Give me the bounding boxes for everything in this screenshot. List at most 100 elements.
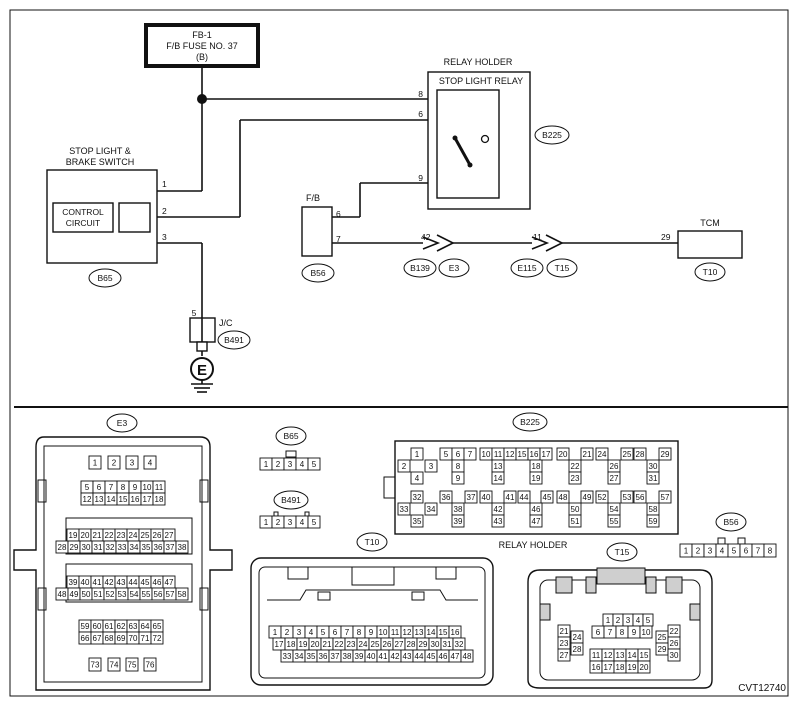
t15-pin-26: 26: [667, 636, 681, 650]
b56-pin-4-label: 4: [720, 547, 725, 556]
b225-pin-35: 35: [410, 514, 424, 528]
b56-pin-1-label: 1: [684, 547, 689, 556]
b225-pin-20-label: 20: [559, 450, 568, 459]
connector-id-e115: E115: [517, 263, 536, 273]
t15-pin-5-label: 5: [646, 616, 651, 625]
e3-pin-5: 5: [80, 480, 94, 494]
e3-pin-67-label: 67: [93, 634, 102, 643]
t15-pin-3-label: 3: [626, 616, 631, 625]
b225-pin-21: 21: [580, 447, 594, 461]
e3-pin-64: 64: [138, 619, 152, 633]
t10-pin-43: 43: [400, 649, 414, 663]
stop-light-relay-label: STOP LIGHT RELAY: [439, 76, 523, 86]
e3-pin-44: 44: [126, 575, 140, 589]
t10-pin-33-label: 33: [283, 652, 292, 661]
b65-pin-4: 4: [295, 457, 309, 471]
t10-pin-44: 44: [412, 649, 426, 663]
t15-pin-9-label: 9: [632, 628, 637, 637]
e3-pin-61-label: 61: [105, 622, 114, 631]
switch-name-line1: STOP LIGHT &: [69, 146, 131, 156]
e3-pin-51: 51: [91, 587, 105, 601]
t10-pin-4-label: 4: [309, 628, 314, 637]
t10-pin-30-label: 30: [431, 640, 440, 649]
e3-pin-42: 42: [102, 575, 116, 589]
b225-pin-24-label: 24: [598, 450, 607, 459]
t15-pin-3: 3: [622, 613, 634, 627]
t10-pin-18-label: 18: [287, 640, 296, 649]
t15-pin-9: 9: [627, 625, 641, 639]
t15-pin-12-label: 12: [604, 651, 613, 660]
b225-pin-3: 3: [424, 459, 438, 473]
e3-pin-62-label: 62: [117, 622, 126, 631]
b225-pin-44: 44: [517, 490, 531, 504]
e3-pin-53-label: 53: [118, 590, 127, 599]
joint-connector: 5 J/C B491 E: [189, 308, 251, 393]
e3-pin-23: 23: [114, 528, 128, 542]
relay-pin-9: 9: [418, 173, 423, 183]
t10-pin-40-label: 40: [367, 652, 376, 661]
b225-pin-4: 4: [410, 471, 424, 485]
b225-pin-10: 10: [479, 447, 493, 461]
t15-pin-16: 16: [589, 660, 603, 674]
e3-pin-68-label: 68: [105, 634, 114, 643]
b225-pin-36: 36: [439, 490, 453, 504]
t10-pin-8-label: 8: [357, 628, 362, 637]
t15-pin-24-label: 24: [573, 633, 582, 642]
fuse-fb1: FB-1 F/B FUSE NO. 37 (B): [144, 23, 260, 68]
t10-pin-26-label: 26: [383, 640, 392, 649]
b225-pin-1: 1: [410, 447, 424, 461]
t15-pin-14-label: 14: [628, 651, 637, 660]
t10-pin-2: 2: [280, 625, 294, 639]
t15-pin-15: 15: [637, 648, 651, 662]
e3-pin-47: 47: [162, 575, 176, 589]
b225-pin-44-label: 44: [520, 493, 529, 502]
b225-pin-9: 9: [451, 471, 465, 485]
t15-pin-11: 11: [533, 232, 542, 242]
b225-pin-11: 11: [491, 447, 505, 461]
b491-pin-2: 2: [271, 515, 285, 529]
fb-pin-6: 6: [336, 209, 341, 219]
stop-light-brake-switch: STOP LIGHT & BRAKE SWITCH CONTROL CIRCUI…: [46, 146, 167, 288]
b225-pin-28-label: 28: [636, 450, 645, 459]
b225-view-label: B225: [520, 417, 540, 427]
b56-pin-6: 6: [739, 543, 753, 558]
b225-pin-23: 23: [568, 471, 582, 485]
tcm-label: TCM: [700, 218, 720, 228]
t15-pin-18-label: 18: [616, 663, 625, 672]
b225-pin-49: 49: [580, 490, 594, 504]
t15-pin-29: 29: [655, 642, 669, 656]
b225-pin-15-label: 15: [518, 450, 527, 459]
t10-pin-5-label: 5: [321, 628, 326, 637]
t10-pin-17-label: 17: [275, 640, 284, 649]
e3-pin-56-label: 56: [154, 590, 163, 599]
t10-pin-19-label: 19: [299, 640, 308, 649]
t10-pin-23-label: 23: [347, 640, 356, 649]
e3-pin-30: 30: [79, 540, 93, 554]
b56-pin-7-label: 7: [756, 547, 761, 556]
e3-pin-22-label: 22: [105, 531, 114, 540]
b225-pin-54-label: 54: [610, 505, 619, 514]
e3-pin-70: 70: [126, 631, 140, 645]
b225-pin-55-label: 55: [610, 517, 619, 526]
b225-pin-37: 37: [464, 490, 478, 504]
t15-pin-10-label: 10: [642, 628, 651, 637]
b225-pin-42: 42: [491, 502, 505, 516]
switch-element: [118, 202, 151, 233]
t10-pin-7: 7: [340, 625, 354, 639]
t10-pin-47: 47: [448, 649, 462, 663]
e3-pin-8: 8: [116, 480, 130, 494]
e3-pin-16: 16: [128, 492, 142, 506]
t15-pin-17-label: 17: [604, 663, 613, 672]
b56-pin-5-label: 5: [732, 547, 737, 556]
t15-pin-12: 12: [601, 648, 615, 662]
e3-pin-63-label: 63: [129, 622, 138, 631]
e3-pin-25: 25: [138, 528, 152, 542]
e3-pin-10: 10: [140, 480, 154, 494]
e3-pin-1-label: 1: [93, 459, 98, 468]
e3-pin-52-label: 52: [106, 590, 115, 599]
b225-pin-17-label: 17: [542, 450, 551, 459]
b225-pin-40: 40: [479, 490, 493, 504]
